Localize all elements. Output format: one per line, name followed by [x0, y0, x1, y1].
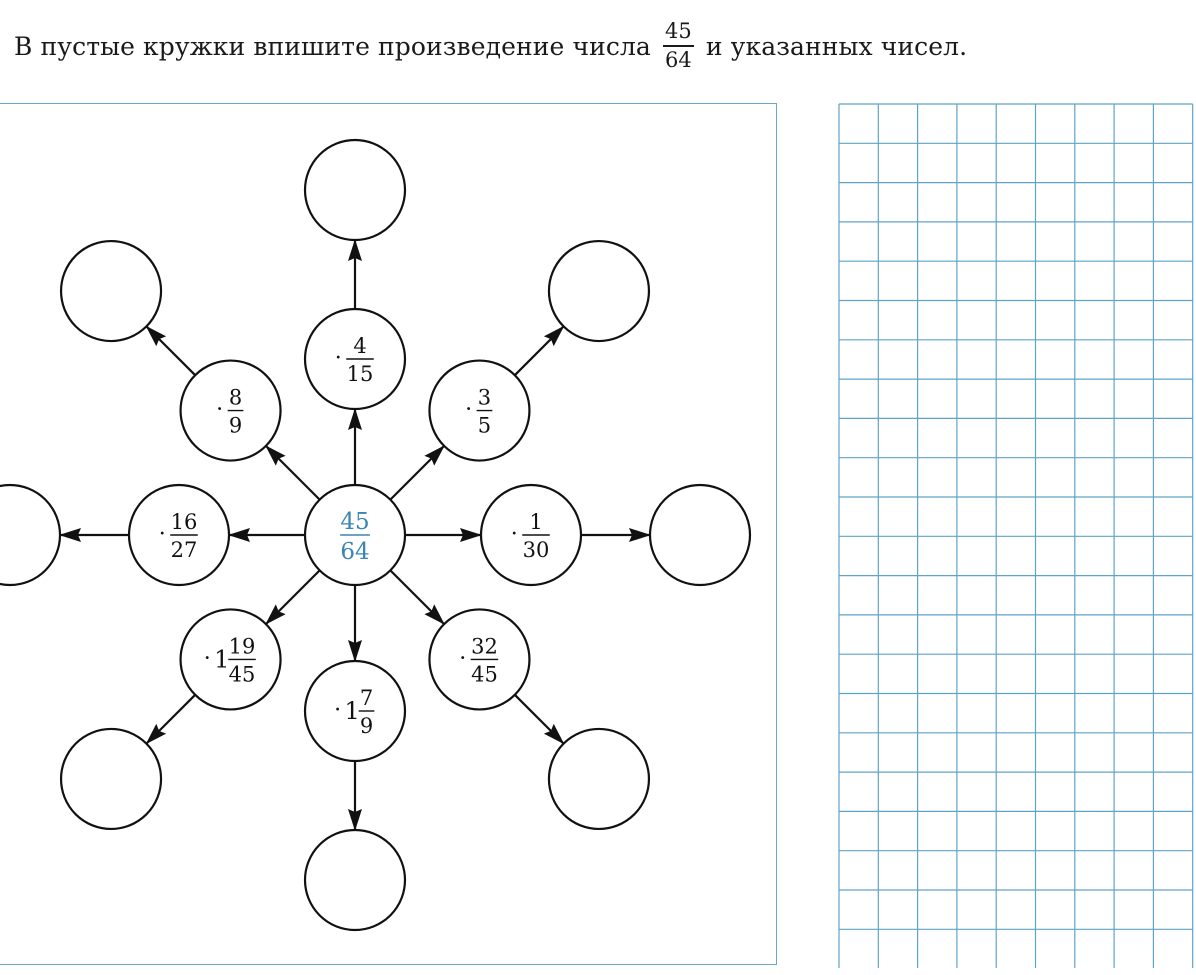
operator-up-left: ·8 9 — [179, 359, 282, 462]
multiply-sign: · — [335, 346, 342, 371]
multiply-sign: · — [511, 522, 518, 547]
arrow-to-answer-6 — [145, 694, 196, 745]
answer-circle-5 — [303, 828, 407, 932]
fraction-denominator: 9 — [360, 714, 373, 738]
operator-up: · 4 15 — [303, 307, 407, 411]
whole-part: 1 — [344, 697, 359, 725]
fraction-denominator: 27 — [171, 538, 198, 562]
fraction-numerator: 8 — [229, 386, 242, 410]
answer-circle-8 — [59, 239, 163, 343]
operator-ring — [303, 659, 407, 763]
fraction-numerator: 45 — [340, 509, 369, 535]
fraction-numerator: 3 — [478, 386, 491, 410]
fraction-denominator: 30 — [523, 538, 550, 562]
arrow-to-operator-down-left — [265, 569, 321, 625]
instruction-fraction: 45 64 — [662, 19, 694, 72]
multiply-sign: · — [334, 698, 341, 723]
whole-part: 1 — [214, 645, 229, 673]
multiply-sign: · — [465, 398, 472, 423]
fraction-denominator: 64 — [664, 47, 692, 72]
multiply-sign: · — [204, 646, 211, 671]
arrow-to-answer-2 — [514, 325, 565, 376]
answer-circle-7 — [0, 483, 62, 587]
arrow-to-answer-4 — [514, 694, 565, 745]
instruction-tail: и указанных чисел. — [705, 31, 968, 61]
arrow-to-operator-up-left — [265, 445, 321, 501]
fraction-denominator: 5 — [478, 414, 491, 438]
fraction-numerator: 16 — [171, 510, 198, 534]
fraction-denominator: 15 — [347, 362, 374, 386]
fraction-numerator: 32 — [471, 634, 498, 658]
fraction-numerator: 1 — [529, 510, 542, 534]
operator-down-right: ·32 45 — [428, 608, 531, 711]
instruction-text: В пустые кружки впишите произведение чис… — [14, 16, 967, 76]
answer-circle-6 — [59, 727, 163, 831]
fraction-bar — [662, 45, 694, 47]
multiply-sign: · — [216, 398, 223, 423]
instruction-lead: В пустые кружки впишите произведение чис… — [14, 31, 651, 61]
fraction-numerator: 7 — [360, 686, 373, 710]
answer-circle-1 — [303, 138, 407, 242]
arrow-to-answer-8 — [145, 325, 196, 376]
fraction-numerator: 4 — [353, 334, 366, 358]
fraction-denominator: 45 — [229, 662, 256, 686]
answer-circle-3 — [648, 483, 752, 587]
arrow-to-operator-up-right — [389, 445, 445, 501]
arrow-to-operator-down-right — [389, 569, 445, 625]
fraction-denominator: 64 — [340, 539, 369, 565]
fraction-denominator: 45 — [471, 662, 498, 686]
grid-lines — [838, 103, 1194, 968]
fraction-denominator: 9 — [229, 414, 242, 438]
multiply-sign: · — [159, 522, 166, 547]
fraction-numerator: 45 — [664, 19, 692, 44]
answer-circle-2 — [547, 239, 651, 343]
fraction-numerator: 19 — [229, 634, 256, 658]
operator-up-right: ·3 5 — [428, 359, 531, 462]
operator-right: · 1 30 — [479, 483, 583, 587]
answer-circle-4 — [547, 727, 651, 831]
grid-paper — [838, 103, 1195, 968]
operator-left: ·16 27 — [127, 483, 231, 587]
multiply-sign: · — [459, 646, 466, 671]
